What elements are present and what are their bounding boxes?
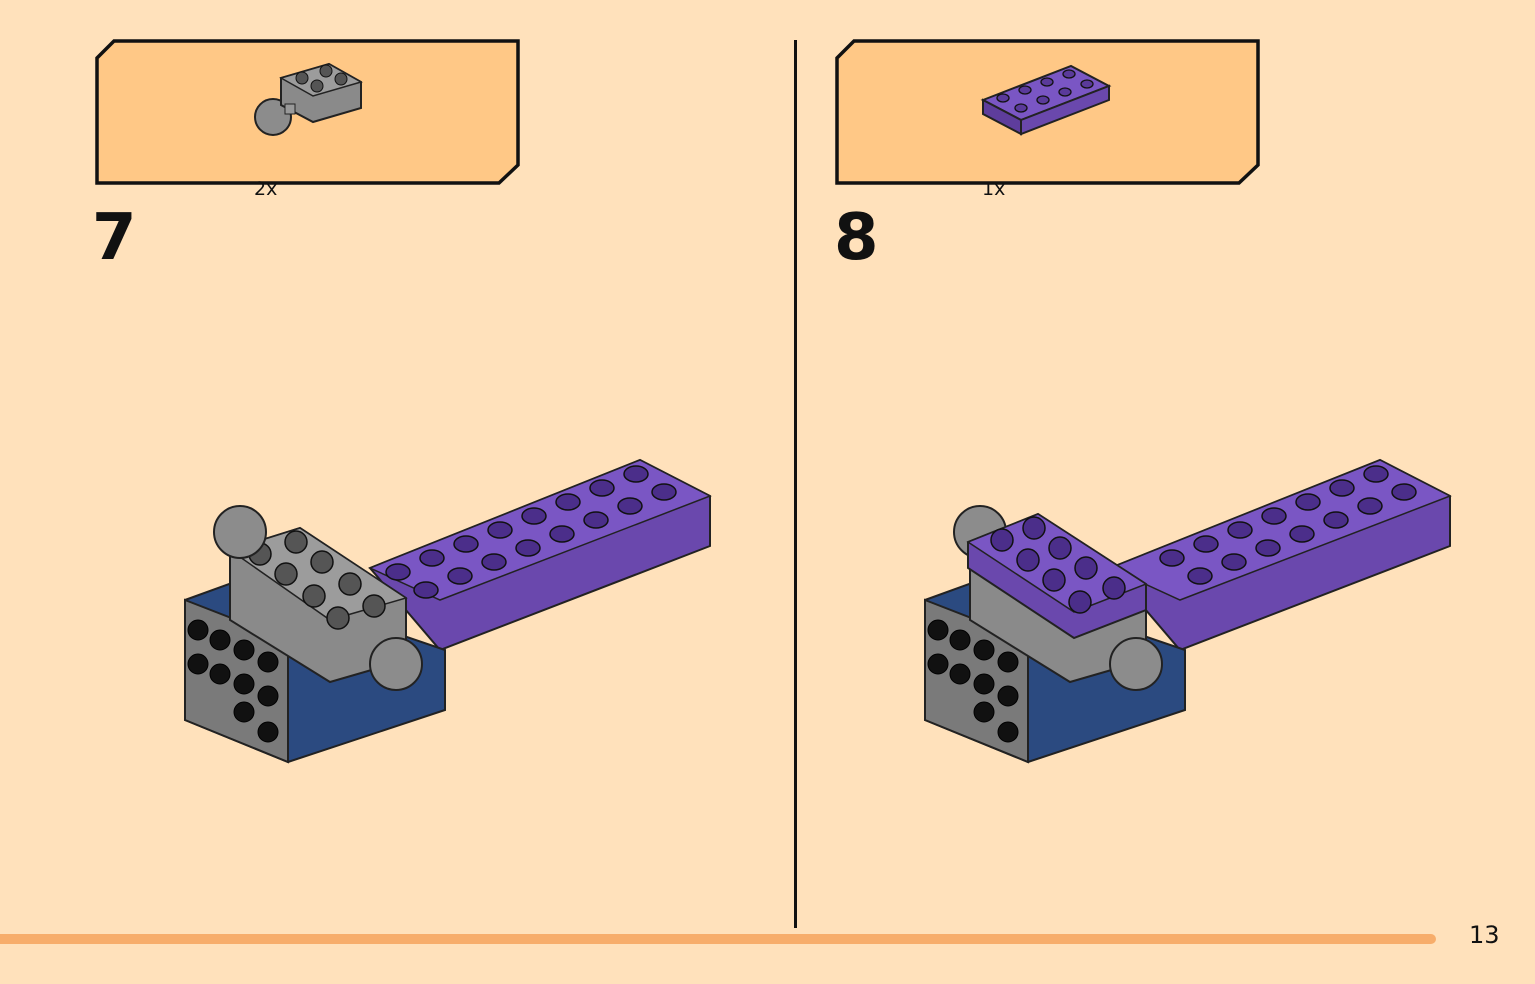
step-number: 8 [834, 201, 879, 275]
step-7-model-illustration [184, 458, 712, 764]
step-8-parts-callout: 1x [834, 38, 1262, 200]
purple-plate-icon [980, 64, 1112, 136]
part-quantity: 2x [254, 178, 278, 200]
step-7-parts-callout: 2x [94, 38, 522, 200]
gray-brick-ball-joint-icon [254, 62, 363, 136]
page-progress-bar [0, 934, 1436, 944]
step-divider [794, 40, 797, 928]
part-quantity: 1x [982, 178, 1006, 200]
step-8-model-illustration [924, 458, 1452, 764]
step-number: 7 [92, 201, 137, 275]
page-number: 13 [1469, 921, 1500, 949]
